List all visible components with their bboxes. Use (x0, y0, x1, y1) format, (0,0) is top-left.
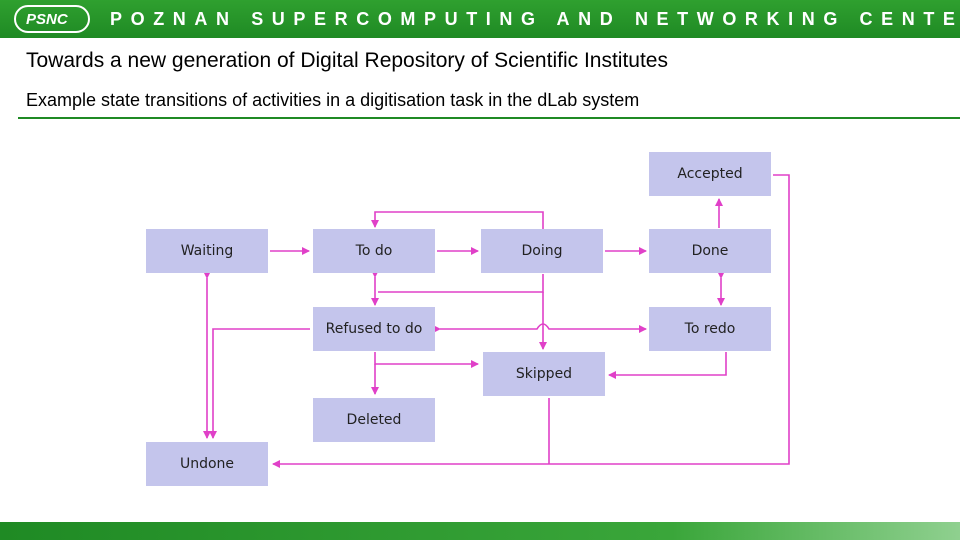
arrow-toredo-skipped (608, 352, 727, 379)
organization-name: POZNAN SUPERCOMPUTING AND NETWORKING CEN… (110, 9, 960, 29)
state-done: Done (649, 229, 771, 273)
arrow-refused-undone (209, 328, 310, 439)
header-bar: PSNC POZNAN SUPERCOMPUTING AND NETWORKIN… (0, 0, 960, 38)
title-divider (18, 117, 960, 119)
psnc-logo: PSNC (14, 5, 90, 33)
state-accepted: Accepted (649, 152, 771, 196)
state-refused: Refused to do (313, 307, 435, 351)
logo-text: PSNC (26, 11, 68, 28)
state-waiting: Waiting (146, 229, 268, 273)
state-doing: Doing (481, 229, 603, 273)
state-toredo: To redo (649, 307, 771, 351)
slide-title: Towards a new generation of Digital Repo… (26, 49, 668, 72)
arrow-refused-skipped (374, 352, 479, 368)
state-undone: Undone (146, 442, 268, 486)
state-todo: To do (313, 229, 435, 273)
arrow-accepted-undone (272, 174, 790, 468)
state-deleted: Deleted (313, 398, 435, 442)
arrow-doing-refused (378, 274, 544, 293)
slide-subtitle: Example state transitions of activities … (26, 90, 640, 110)
footer-bar (0, 522, 960, 540)
state-skipped: Skipped (483, 352, 605, 396)
arrow-doing-todo-loop (371, 211, 544, 229)
